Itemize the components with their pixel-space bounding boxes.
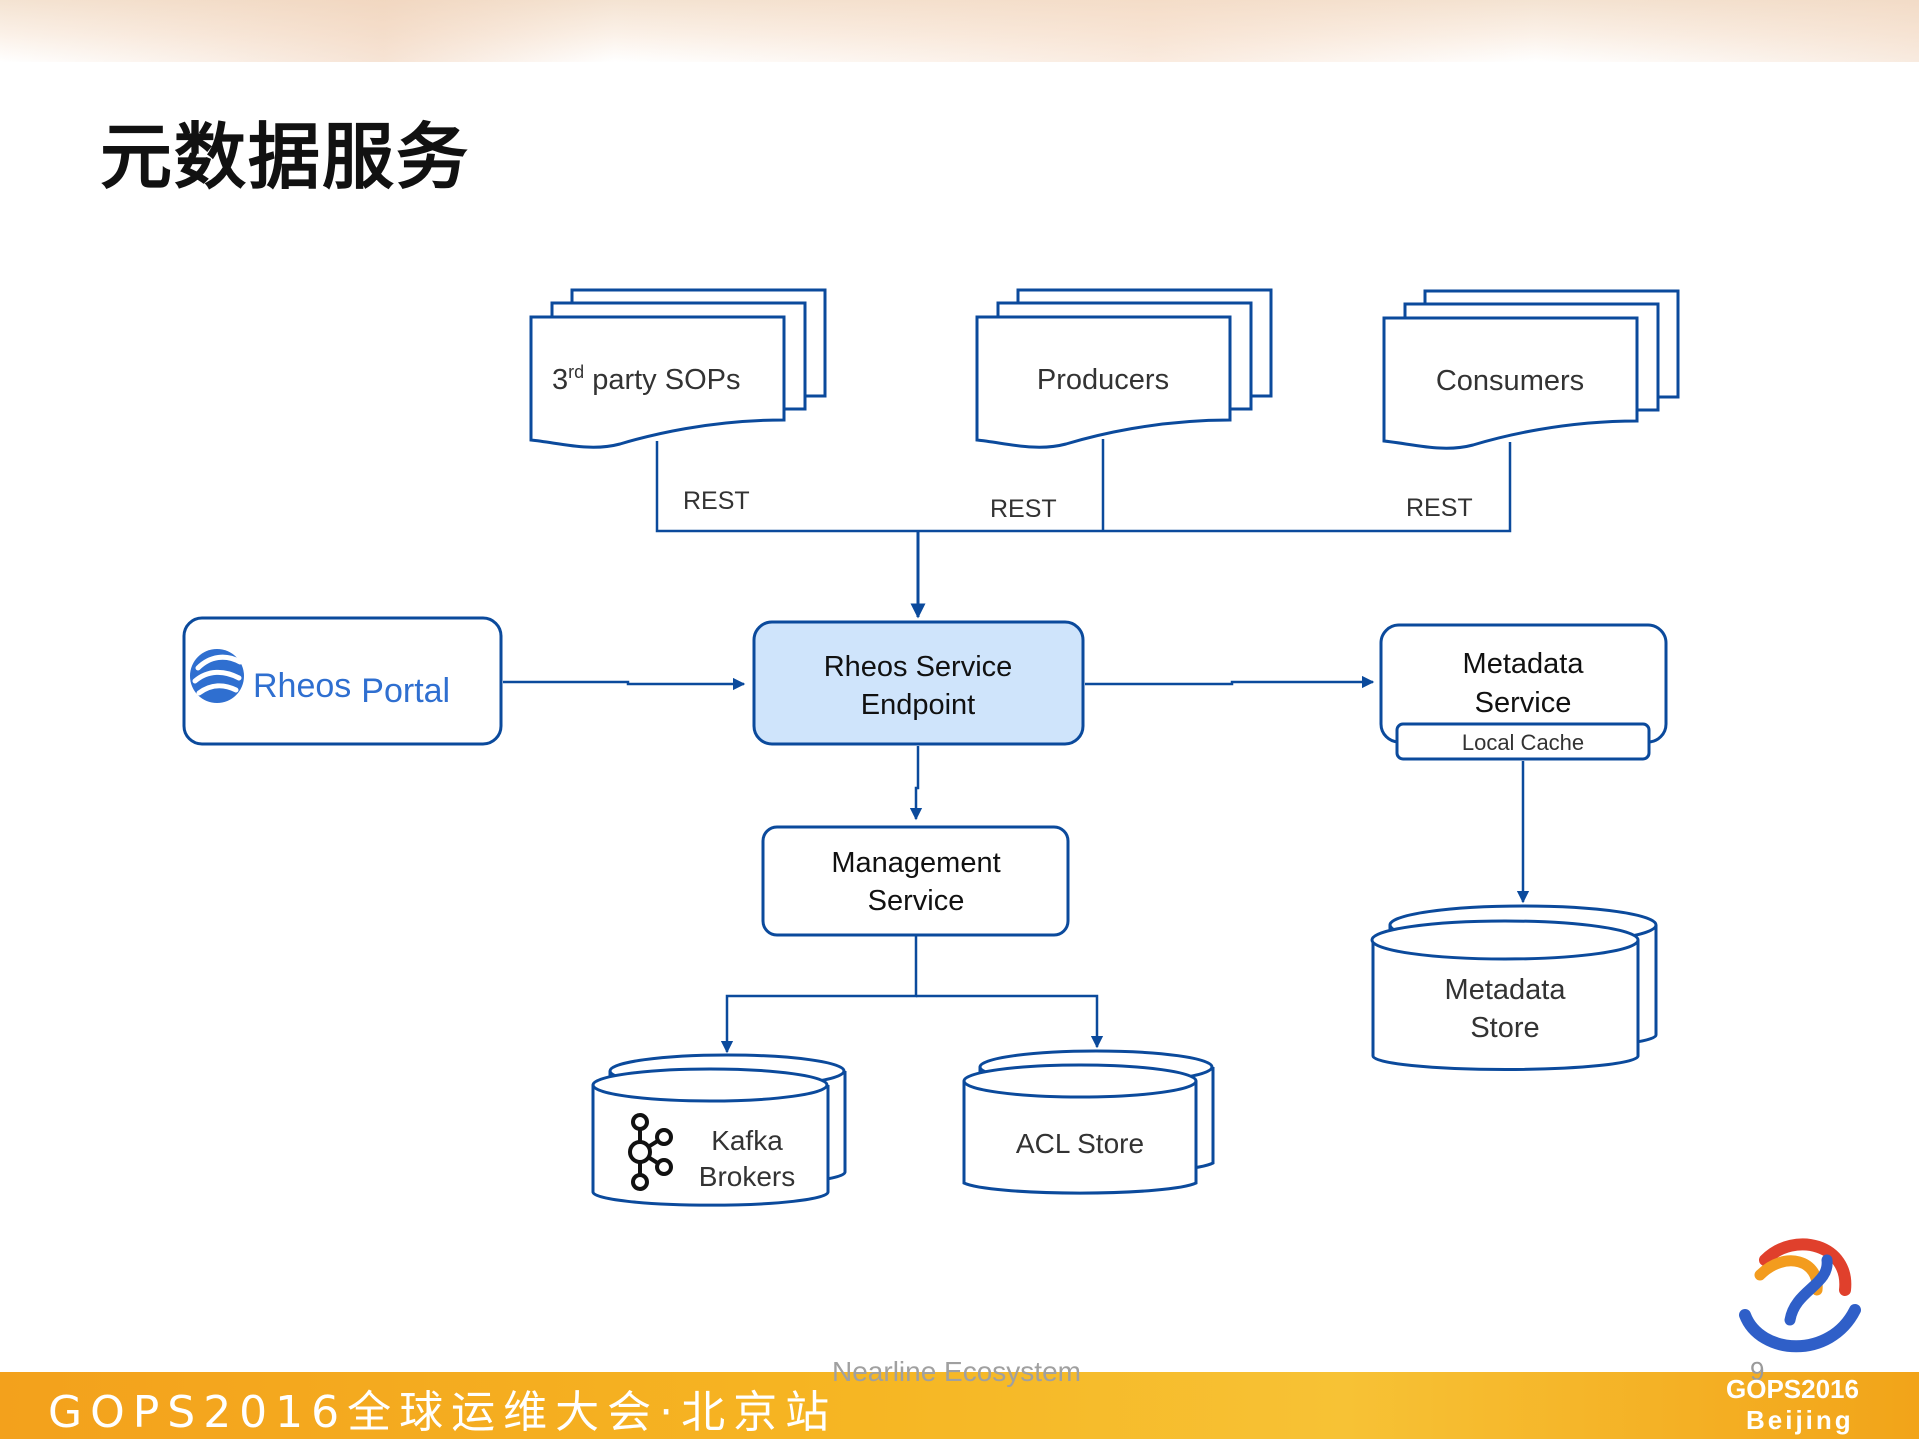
kafka-brokers-node: Kafka Brokers [591,1053,847,1207]
endpoint-label-line2: Endpoint [861,689,976,721]
rest-label-3: REST [1406,494,1473,522]
third-party-sops-label: 3rd party SOPs [552,362,740,396]
page-number: 9 [1750,1356,1765,1386]
management-service-node: Management Service [761,825,1070,937]
metadata-store-label-line1: Metadata [1445,974,1567,1006]
acl-store-label: ACL Store [1016,1128,1144,1159]
rest-label-1: REST [683,487,750,515]
metadata-service-label-line2: Service [1475,687,1572,719]
service-arrows [503,675,1530,1054]
consumers-label: Consumers [1436,365,1584,397]
logo-year-text: GOPS2016 [1726,1374,1859,1404]
metadata-store-node: Metadata Store [1370,904,1658,1071]
footer-subtitle: Nearline Ecosystem [832,1356,1081,1387]
page-title: 元数据服务 [100,115,471,199]
rest-label-2: REST [990,495,1057,523]
top-decorative-band [0,0,1919,62]
management-label-line1: Management [831,847,1000,879]
local-cache-label: Local Cache [1462,730,1584,755]
acl-store-node: ACL Store [962,1049,1215,1195]
consumers-node: Consumers [1382,289,1680,450]
producers-label: Producers [1037,364,1169,396]
metadata-store-label-line2: Store [1470,1012,1539,1044]
metadata-service-node: Metadata Service Local Cache [1379,623,1668,761]
kafka-logo-icon [628,1113,673,1191]
endpoint-label-line1: Rheos Service [824,651,1013,683]
rheos-service-endpoint-node: Rheos Service Endpoint [752,620,1085,746]
kafka-label-line2: Brokers [699,1161,795,1192]
rheos-logo-icon [190,649,244,703]
logo-city-text: Beijing [1746,1405,1854,1435]
gops-logo-icon [1739,1238,1861,1353]
local-cache-box [1395,722,1651,761]
metadata-service-label-line1: Metadata [1463,648,1585,680]
producers-node: Producers [975,288,1273,449]
third-party-sops-node: 3rd party SOPs [529,288,827,449]
footer-bar [0,1372,1919,1439]
kafka-label-line1: Kafka [711,1125,783,1156]
footer-event-name: GOPS2016全球运维大会·北京站 [48,1387,838,1438]
management-label-line2: Service [868,885,965,917]
rest-connectors [655,439,1512,619]
